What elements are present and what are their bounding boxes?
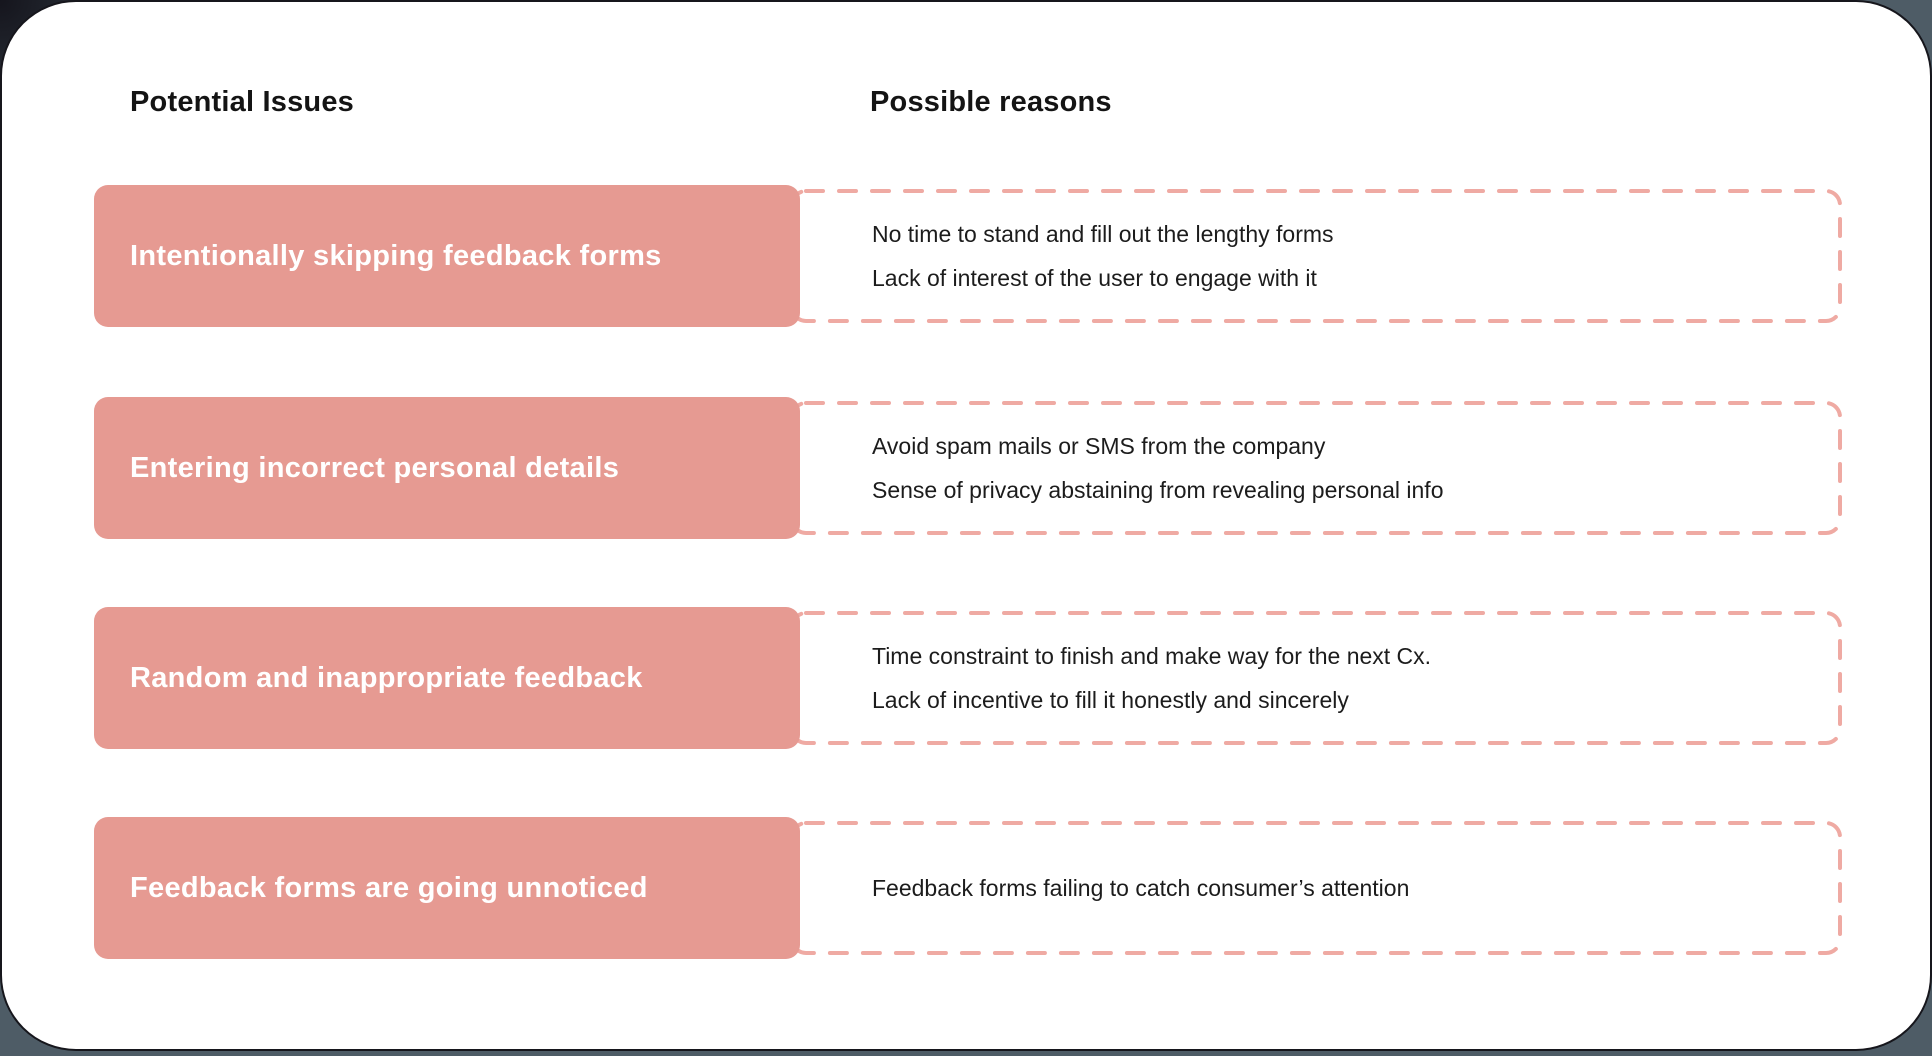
reason-line: Lack of incentive to fill it honestly an… <box>872 687 1349 713</box>
issue-box: Entering incorrect personal details <box>94 397 800 539</box>
issue-row: Feedback forms failing to catch consumer… <box>2 817 1932 959</box>
reason-line: Avoid spam mails or SMS from the company <box>872 433 1326 459</box>
reason-text: Avoid spam mails or SMS from the company… <box>790 401 1842 535</box>
column-header-potential-issues: Potential Issues <box>130 86 354 118</box>
reason-text: No time to stand and fill out the length… <box>790 189 1842 323</box>
reason-text: Time constraint to finish and make way f… <box>790 611 1842 745</box>
issue-box: Random and inappropriate feedback <box>94 607 800 749</box>
reason-box: Time constraint to finish and make way f… <box>790 611 1842 745</box>
issue-label: Feedback forms are going unnoticed <box>130 871 648 904</box>
issue-row: No time to stand and fill out the length… <box>2 185 1932 327</box>
issue-label: Intentionally skipping feedback forms <box>130 239 662 272</box>
reason-line: Sense of privacy abstaining from reveali… <box>872 477 1444 503</box>
reason-box: Avoid spam mails or SMS from the company… <box>790 401 1842 535</box>
issue-label: Entering incorrect personal details <box>130 451 620 484</box>
issue-row: Time constraint to finish and make way f… <box>2 607 1932 749</box>
issue-row: Avoid spam mails or SMS from the company… <box>2 397 1932 539</box>
issue-box: Intentionally skipping feedback forms <box>94 185 800 327</box>
issue-box: Feedback forms are going unnoticed <box>94 817 800 959</box>
reason-line: Lack of interest of the user to engage w… <box>872 265 1317 291</box>
reason-box: Feedback forms failing to catch consumer… <box>790 821 1842 955</box>
reason-text: Feedback forms failing to catch consumer… <box>790 821 1842 955</box>
issue-label: Random and inappropriate feedback <box>130 661 643 694</box>
reason-line: Time constraint to finish and make way f… <box>872 643 1432 669</box>
reason-line: No time to stand and fill out the length… <box>872 221 1334 247</box>
reason-line: Feedback forms failing to catch consumer… <box>872 875 1410 901</box>
reason-box: No time to stand and fill out the length… <box>790 189 1842 323</box>
column-header-possible-reasons: Possible reasons <box>870 86 1112 118</box>
